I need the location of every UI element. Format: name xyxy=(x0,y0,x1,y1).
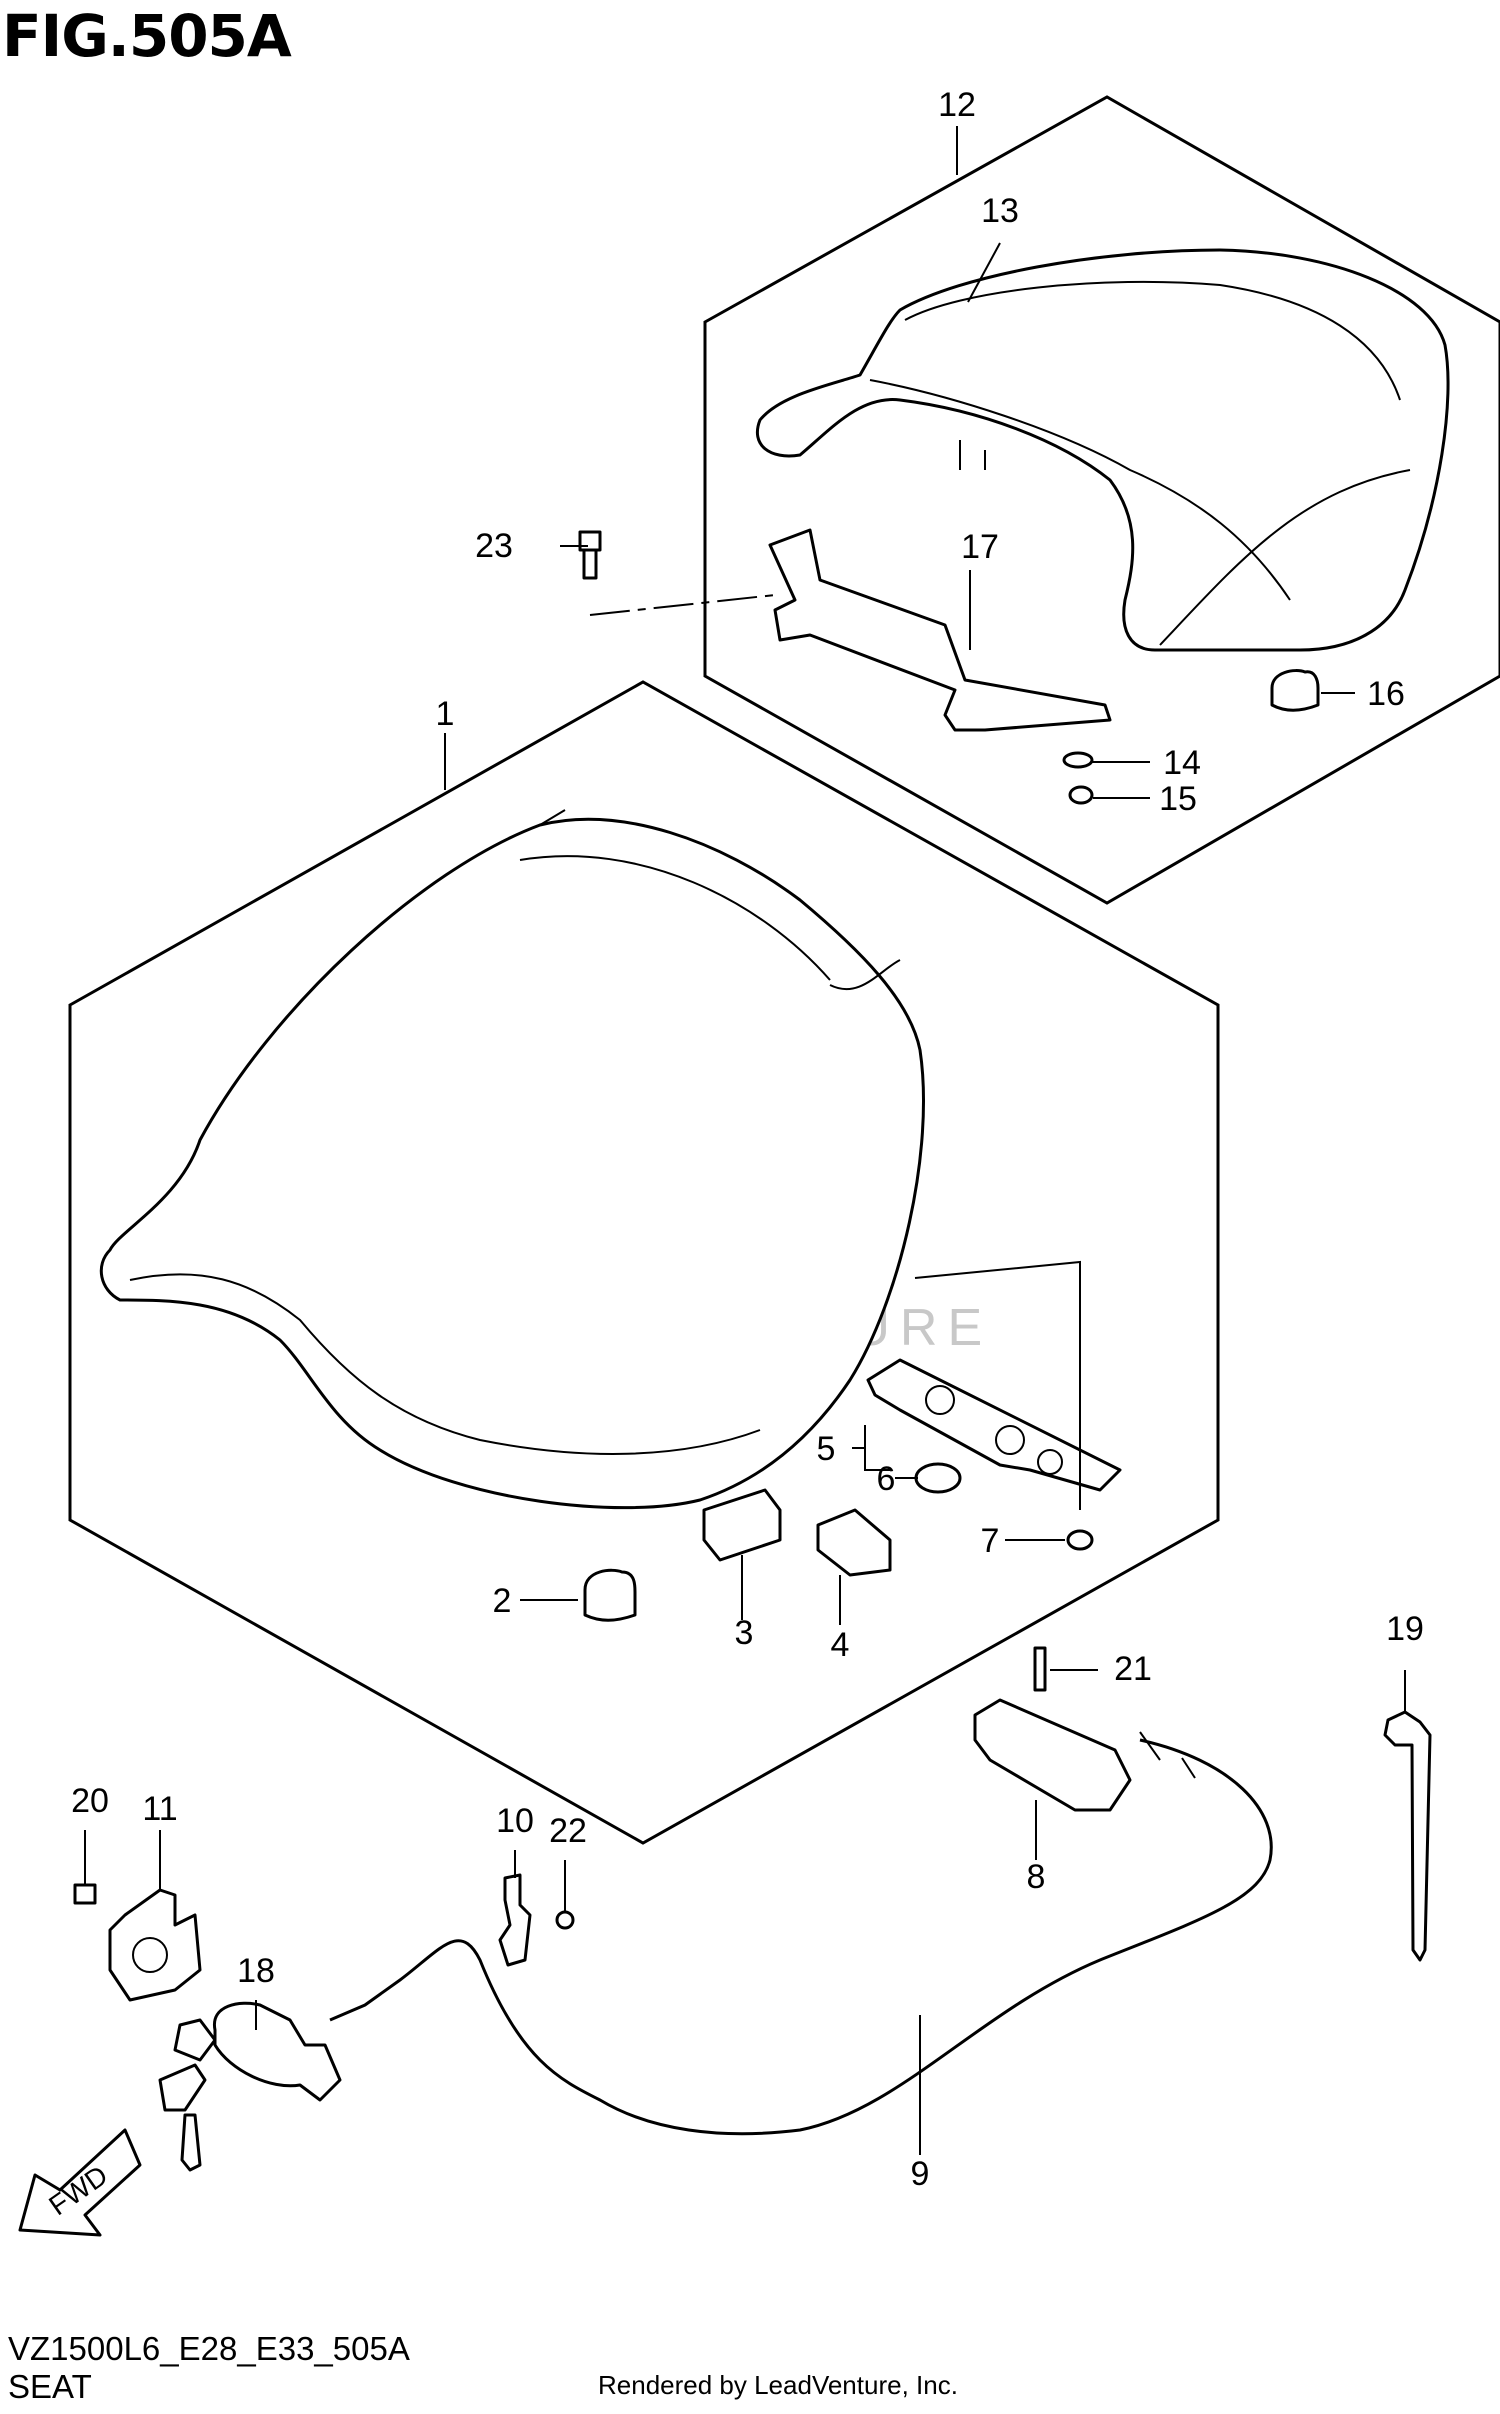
screw-21[interactable] xyxy=(1033,1646,1047,1692)
callout-23: 23 xyxy=(475,527,513,565)
callout-16: 16 xyxy=(1367,675,1405,713)
washer-14[interactable] xyxy=(1062,751,1094,769)
cushion-16[interactable] xyxy=(1270,669,1320,712)
pillion-seat-group-outline xyxy=(703,95,1500,905)
callout-1: 1 xyxy=(436,695,455,733)
forward-arrow: FWD xyxy=(18,2128,142,2237)
pad-3[interactable] xyxy=(702,1488,782,1562)
bolt-20[interactable] xyxy=(73,1883,97,1905)
seat-plate-5[interactable] xyxy=(866,1358,1122,1492)
key-lock-18[interactable] xyxy=(213,2001,342,2102)
callout-6: 6 xyxy=(877,1460,896,1498)
leader-23-dash xyxy=(589,594,776,616)
pillion-bracket[interactable] xyxy=(768,528,1112,732)
pad-4[interactable] xyxy=(816,1508,892,1577)
callout-20: 20 xyxy=(71,1782,109,1820)
callout-15: 15 xyxy=(1159,780,1197,818)
seat-lock-cable-9[interactable] xyxy=(329,1738,1273,2136)
seat-latch-8[interactable] xyxy=(973,1698,1132,1812)
figure-title: FIG.505A xyxy=(2,2,292,70)
callout-11: 11 xyxy=(142,1790,177,1828)
callout-12: 12 xyxy=(938,86,976,124)
section-title: SEAT xyxy=(8,2368,92,2405)
front-seat-group-outline xyxy=(68,680,1220,1845)
cable-tie-19[interactable] xyxy=(1383,1710,1432,1962)
callout-17: 17 xyxy=(961,528,999,566)
cushion-2[interactable] xyxy=(583,1568,637,1622)
callout-7: 7 xyxy=(981,1522,1000,1560)
bolt-23[interactable] xyxy=(578,530,602,580)
collar-6[interactable] xyxy=(914,1462,962,1494)
callout-2: 2 xyxy=(493,1582,512,1620)
callout-18: 18 xyxy=(237,1952,275,1990)
nut-15[interactable] xyxy=(1068,785,1094,805)
bolt-22[interactable] xyxy=(555,1910,575,1930)
callout-21: 21 xyxy=(1114,1650,1152,1688)
callout-5: 5 xyxy=(817,1430,836,1468)
diagram-code: VZ1500L6_E28_E33_505A xyxy=(8,2330,410,2367)
bracket-10[interactable] xyxy=(498,1873,532,1967)
callout-3: 3 xyxy=(735,1614,754,1652)
callout-9: 9 xyxy=(911,2155,930,2193)
callout-labels: 1 2 3 4 5 6 7 8 9 10 11 12 13 14 15 16 1… xyxy=(71,86,1424,2193)
callout-8: 8 xyxy=(1027,1858,1046,1896)
credit-text: Rendered by LeadVenture, Inc. xyxy=(598,2370,958,2400)
callout-19: 19 xyxy=(1386,1610,1424,1648)
callout-10: 10 xyxy=(496,1802,534,1840)
pillion-seat[interactable] xyxy=(755,248,1450,652)
nut-7[interactable] xyxy=(1066,1529,1094,1551)
lock-bracket-11[interactable] xyxy=(108,1888,202,2002)
callout-14: 14 xyxy=(1163,744,1201,782)
callout-13: 13 xyxy=(981,192,1019,230)
front-seat[interactable] xyxy=(99,809,926,1510)
callout-4: 4 xyxy=(831,1626,850,1664)
callout-22: 22 xyxy=(549,1812,587,1850)
